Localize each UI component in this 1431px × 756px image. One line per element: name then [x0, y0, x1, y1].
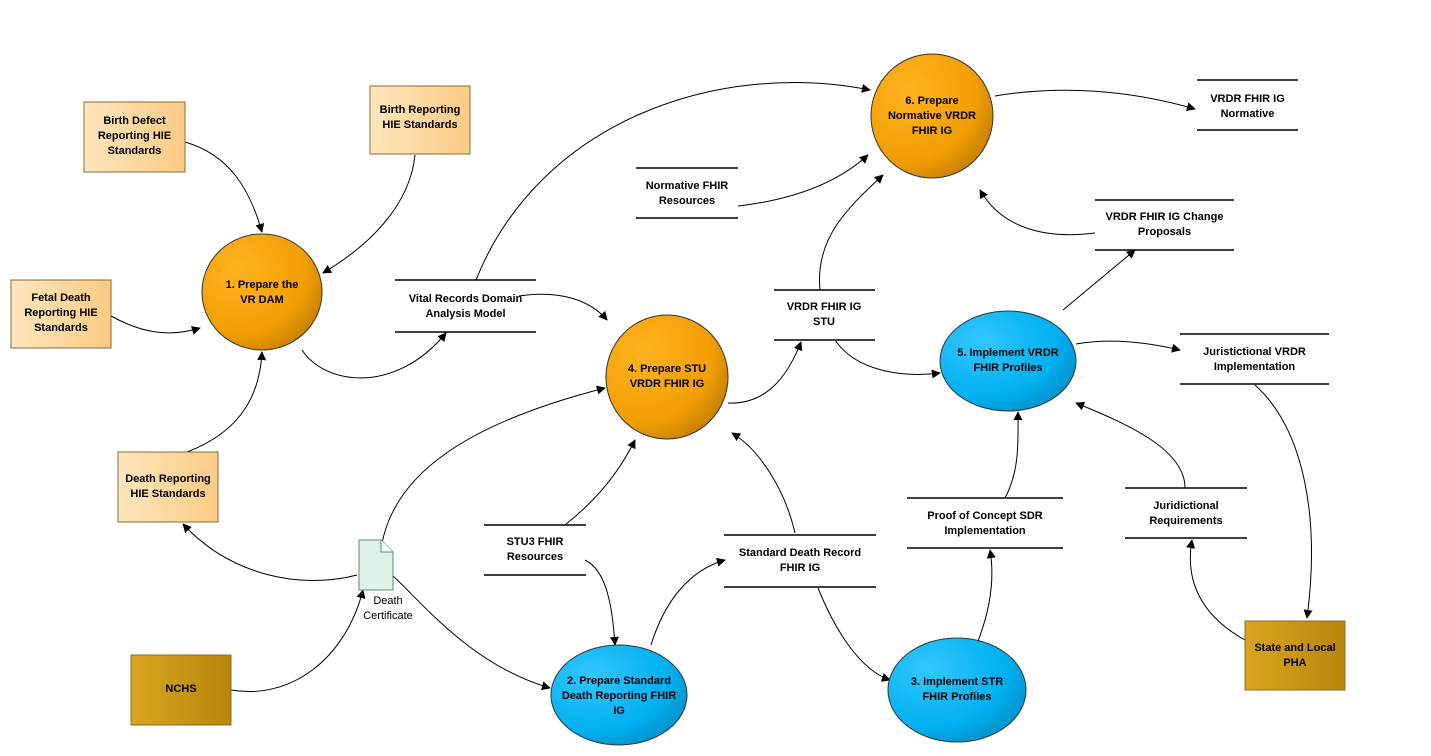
- flow-p6-to-vrdr-normative: [994, 89, 1196, 112]
- store-vital-records-dam-label: Vital Records Domain Analysis Model: [408, 293, 523, 320]
- store-sdr-fhir: [724, 534, 876, 588]
- process-6-label: 6. Prepare Normative VRDR FHIR IG: [887, 94, 977, 137]
- store-juris-impl-label: Juristictional VRDR Implementation: [1203, 346, 1306, 373]
- data-stores: [395, 79, 1329, 588]
- process-1-label: 1. Prepare the VR DAM: [225, 279, 299, 306]
- flows: [110, 82, 1313, 692]
- flow-state-to-juris-req: [1186, 539, 1246, 641]
- flow-juris-impl-to-state: [1254, 384, 1313, 619]
- entity-state-local-label: State and Local PHA: [1254, 642, 1336, 669]
- process-2-label: 2. Prepare Standard Death Reporting FHIR…: [561, 674, 677, 717]
- process-4-label: 4. Prepare STU VRDR FHIR IG: [627, 363, 707, 390]
- store-vrdr-stu-label: VRDR FHIR IG STU: [786, 301, 862, 328]
- flow-vrdam-to-p6: [475, 82, 871, 281]
- flow-p5-to-juris-impl: [1075, 340, 1181, 353]
- process-3: [887, 637, 1027, 743]
- store-vrdr-normative-label: VRDR FHIR IG Normative: [1210, 93, 1285, 120]
- store-juris-req-label: Juridictional Requirements: [1149, 500, 1223, 527]
- document-icon: [358, 539, 394, 591]
- entity-nchs-label: NCHS: [165, 682, 197, 695]
- store-poc-sdr-label: Proof of Concept SDR Implementation: [927, 510, 1043, 537]
- process-3-label: 3. Implement STR FHIR Profiles: [910, 676, 1004, 703]
- entity-death-reporting: [117, 451, 219, 523]
- process-4: [605, 314, 729, 440]
- flow-fetal-to-p1: [110, 315, 201, 335]
- entity-birth-defect-label: Birth Defect Reporting HIE Standards: [97, 114, 172, 157]
- store-juris-impl: [1180, 333, 1329, 385]
- entity-birth-reporting: [369, 85, 471, 155]
- store-juris-req: [1125, 487, 1247, 539]
- death-certificate-label: Death Certificate: [363, 595, 413, 622]
- flow-stu3-to-p2: [584, 559, 619, 646]
- flow-p2-to-sdr: [650, 557, 726, 646]
- store-normative-fhir-label: Normative FHIR Resources: [645, 180, 729, 207]
- entity-death-reporting-label: Death Reporting HIE Standards: [125, 473, 211, 500]
- flow-change-proposals-to-p6: [979, 189, 1096, 236]
- process-5: [939, 310, 1077, 412]
- external-entities: [10, 85, 1346, 726]
- flow-stu3-to-p4: [564, 439, 636, 526]
- store-vital-records-dam: [395, 279, 536, 333]
- flow-vrdr-stu-to-p5: [834, 339, 941, 379]
- flow-birth-defect-to-p1: [184, 141, 265, 233]
- store-stu3-fhir-label: STU3 FHIR Resources: [506, 536, 564, 563]
- flow-cert-to-p4: [379, 385, 606, 561]
- process-1: [201, 233, 323, 351]
- store-change-proposals-label: VRDR FHIR IG Change Proposals: [1105, 211, 1224, 238]
- entity-fetal-death: [10, 279, 112, 349]
- flow-nchs-to-cert: [230, 589, 366, 692]
- store-normative-fhir: [636, 167, 738, 219]
- flow-death-reporting-to-p1: [186, 351, 267, 453]
- flow-sdr-to-p3: [817, 587, 891, 682]
- process-2: [550, 644, 688, 746]
- entity-fetal-death-label: Fetal Death Reporting HIE Standards: [24, 291, 98, 334]
- entity-state-local: [1244, 620, 1346, 691]
- flow-vrdr-stu-to-p6: [818, 174, 884, 291]
- entity-nchs: [130, 654, 232, 726]
- processes: [201, 53, 1077, 746]
- flow-cert-to-death-reporting: [182, 523, 358, 581]
- store-stu3-fhir: [484, 524, 586, 576]
- store-poc-sdr: [907, 497, 1063, 549]
- flow-cert-to-p2: [391, 574, 551, 691]
- flow-p5-to-change-proposals: [1062, 249, 1136, 311]
- process-6: [870, 53, 994, 179]
- store-sdr-fhir-label: Standard Death Record FHIR IG: [738, 547, 862, 574]
- flow-birth-reporting-to-p1: [322, 154, 416, 274]
- entity-birth-reporting-label: Birth Reporting HIE Standards: [379, 104, 461, 131]
- flow-sdr-to-p4: [731, 432, 796, 534]
- entity-birth-defect: [83, 101, 186, 173]
- store-vrdr-normative: [1197, 79, 1298, 131]
- flow-p4-to-vrdr-stu: [727, 341, 803, 404]
- flow-p3-to-poc: [977, 549, 996, 642]
- flow-juris-req-to-p5: [1075, 401, 1186, 489]
- process-5-label: 5. Implement VRDR FHIR Profiles: [957, 347, 1059, 374]
- store-vrdr-stu: [774, 289, 875, 341]
- flow-normative-to-p6: [737, 154, 869, 207]
- flow-vrdam-to-p4: [518, 293, 608, 321]
- store-change-proposals: [1095, 199, 1234, 251]
- flow-poc-to-p5: [1004, 411, 1023, 499]
- flow-p1-to-vrdam: [301, 332, 447, 379]
